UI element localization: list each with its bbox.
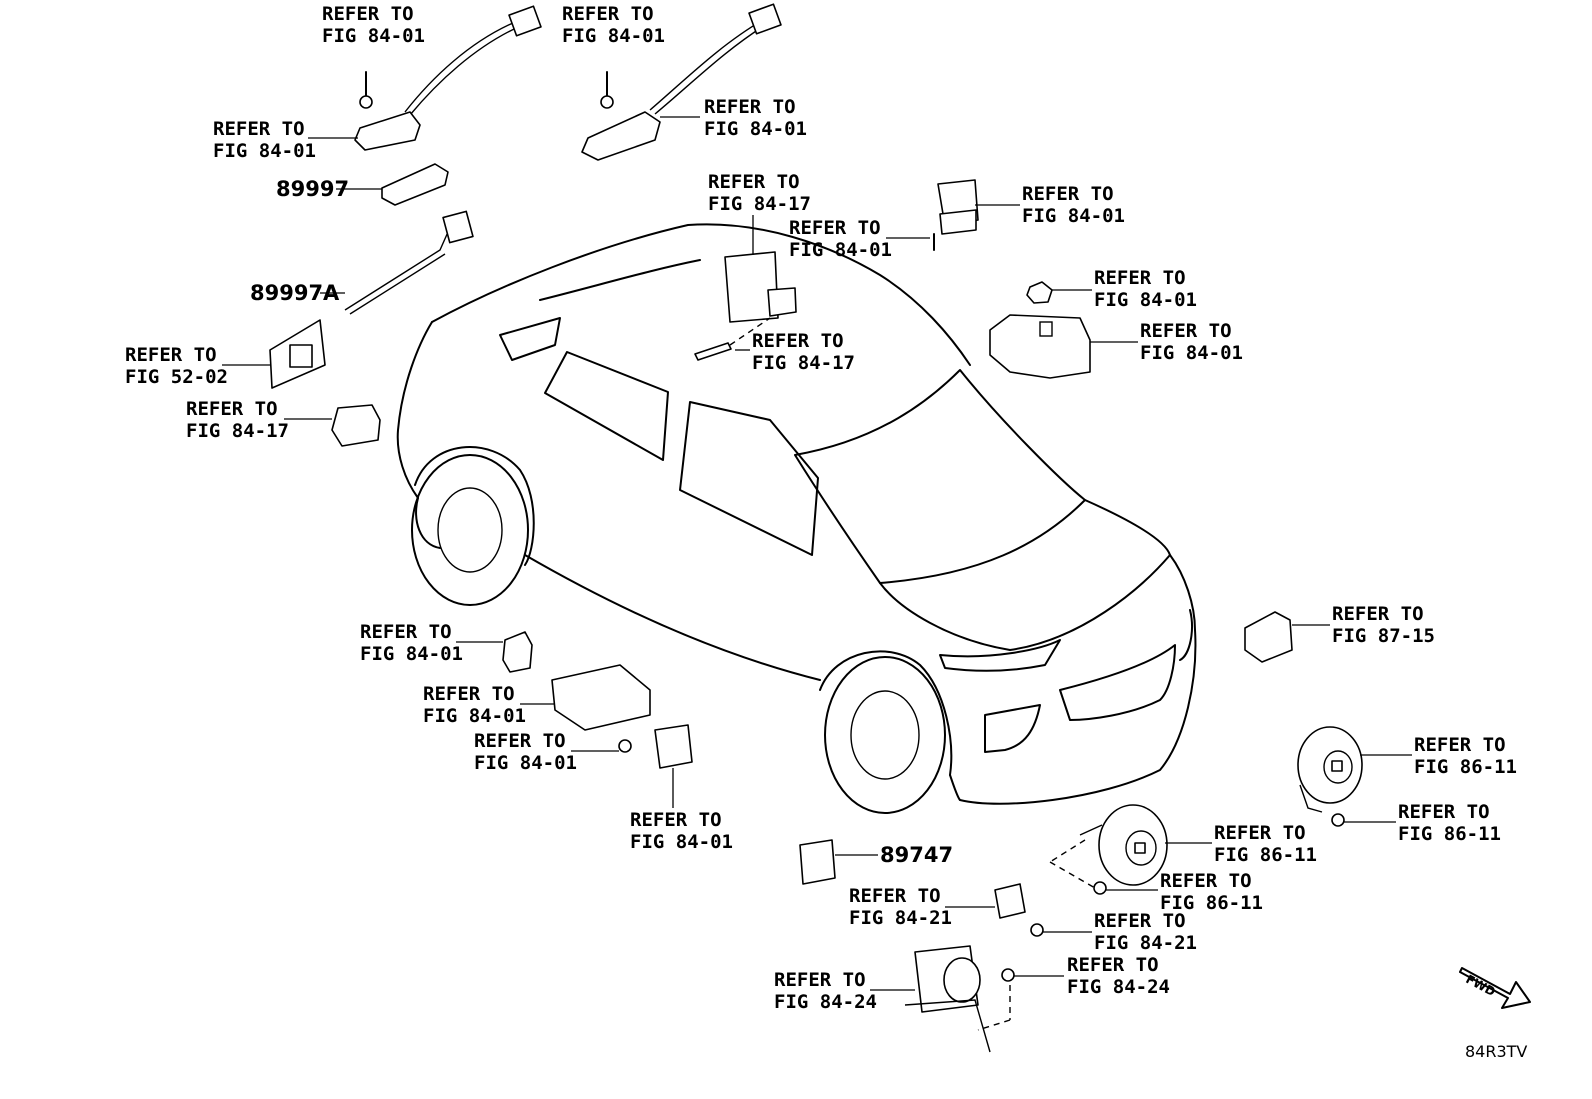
- callout-22-line2: FIG 84-21: [849, 907, 952, 929]
- callout-10-line1: REFER TO: [752, 330, 844, 352]
- callout-2-line2: FIG 84-01: [213, 140, 316, 162]
- part-number-89997a: 89997A: [250, 281, 340, 305]
- part-number-89997: 89997: [276, 177, 350, 201]
- fwd-arrow-icon: [1459, 967, 1531, 1009]
- callout-22-line1: REFER TO: [849, 885, 941, 907]
- part-number-89747: 89747: [880, 843, 954, 867]
- callout-24-line2: FIG 84-24: [774, 991, 877, 1013]
- callout-17-line1: REFER TO: [1332, 603, 1424, 625]
- callout-11-line2: FIG 52-02: [125, 366, 228, 388]
- callout-15-line1: REFER TO: [474, 730, 566, 752]
- callout-7-line1: REFER TO: [789, 217, 881, 239]
- callout-1-line1: REFER TO: [322, 3, 414, 25]
- callout-10-line2: FIG 84-17: [752, 352, 855, 374]
- callout-9-line1: REFER TO: [1140, 320, 1232, 342]
- callout-12-line2: FIG 84-17: [186, 420, 289, 442]
- callout-17-line2: FIG 87-15: [1332, 625, 1435, 647]
- callout-15-line2: FIG 84-01: [474, 752, 577, 774]
- callout-20-line1: REFER TO: [1214, 822, 1306, 844]
- callout-18-line2: FIG 86-11: [1414, 756, 1517, 778]
- callout-21-line1: REFER TO: [1160, 870, 1252, 892]
- callout-3-line2: FIG 84-01: [562, 25, 665, 47]
- callout-2-line1: REFER TO: [213, 118, 305, 140]
- callout-4-line1: REFER TO: [704, 96, 796, 118]
- drawing-code: 84R3TV: [1465, 1042, 1528, 1061]
- leader-lines: [222, 116, 1412, 991]
- callout-1-line2: FIG 84-01: [322, 25, 425, 47]
- callout-25-line2: FIG 84-24: [1067, 976, 1170, 998]
- callout-20-line2: FIG 86-11: [1214, 844, 1317, 866]
- callout-23-line2: FIG 84-21: [1094, 932, 1197, 954]
- callout-9-line2: FIG 84-01: [1140, 342, 1243, 364]
- callout-12-line1: REFER TO: [186, 398, 278, 420]
- callout-6-line1: REFER TO: [1022, 183, 1114, 205]
- callout-21-line2: FIG 86-11: [1160, 892, 1263, 914]
- callout-8-line1: REFER TO: [1094, 267, 1186, 289]
- callout-19-line1: REFER TO: [1398, 801, 1490, 823]
- callout-23-line1: REFER TO: [1094, 910, 1186, 932]
- vehicle-outline: [396, 223, 1197, 814]
- callout-8-line2: FIG 84-01: [1094, 289, 1197, 311]
- callout-14-line2: FIG 84-01: [423, 705, 526, 727]
- callout-13-line1: REFER TO: [360, 621, 452, 643]
- callout-4-line2: FIG 84-01: [704, 118, 807, 140]
- callout-13-line2: FIG 84-01: [360, 643, 463, 665]
- callout-24-line1: REFER TO: [774, 969, 866, 991]
- callout-7-line2: FIG 84-01: [789, 239, 892, 261]
- callout-6-line2: FIG 84-01: [1022, 205, 1125, 227]
- callout-19-line2: FIG 86-11: [1398, 823, 1501, 845]
- callout-16-line1: REFER TO: [630, 809, 722, 831]
- callout-18-line1: REFER TO: [1414, 734, 1506, 756]
- callout-25-line1: REFER TO: [1067, 954, 1159, 976]
- parts: [269, 3, 1531, 1053]
- callout-14-line1: REFER TO: [423, 683, 515, 705]
- callout-5-line2: FIG 84-17: [708, 193, 811, 215]
- callout-5-line1: REFER TO: [708, 171, 800, 193]
- callout-3-line1: REFER TO: [562, 3, 654, 25]
- callout-16-line2: FIG 84-01: [630, 831, 733, 853]
- callout-11-line1: REFER TO: [125, 344, 217, 366]
